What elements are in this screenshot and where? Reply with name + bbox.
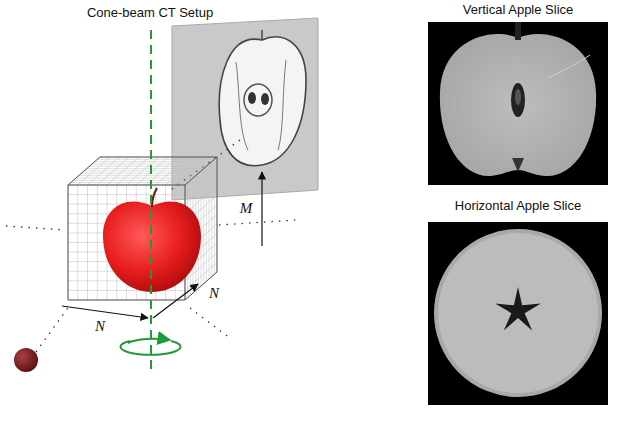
grid-line bbox=[97, 159, 214, 160]
grid-line bbox=[166, 157, 198, 185]
grid-line bbox=[175, 157, 207, 185]
panel-title: Cone-beam CT Setup bbox=[87, 5, 213, 20]
grid-line bbox=[68, 185, 185, 186]
cube-edge bbox=[68, 157, 100, 185]
projection-seed bbox=[261, 93, 269, 105]
apple-stem bbox=[152, 188, 157, 207]
apple-projection bbox=[219, 37, 306, 166]
grid-line bbox=[68, 185, 185, 186]
cube-edge bbox=[68, 185, 69, 300]
dimension-label: N bbox=[209, 285, 219, 302]
grid-line bbox=[100, 157, 217, 158]
cube-edge bbox=[100, 157, 217, 158]
projection-core bbox=[244, 84, 272, 116]
grid-line bbox=[156, 157, 188, 185]
vertical-slice-image bbox=[428, 22, 608, 185]
grid-line bbox=[214, 159, 215, 274]
grid-line bbox=[87, 168, 204, 169]
cube-edge bbox=[68, 300, 185, 301]
grid-line bbox=[185, 157, 217, 185]
grid-line bbox=[89, 166, 206, 167]
rotation-axis bbox=[150, 30, 152, 372]
x-ray-source bbox=[14, 348, 38, 372]
core-star bbox=[495, 287, 541, 330]
grid-line bbox=[95, 161, 212, 162]
dimension-arrow bbox=[153, 284, 198, 318]
dimension-label: N bbox=[95, 318, 105, 335]
grid-line bbox=[68, 185, 69, 300]
grid-line bbox=[203, 169, 204, 284]
image-panel: Vertical Apple Slice bbox=[428, 2, 608, 18]
projection-stem bbox=[261, 30, 263, 40]
detector-plane bbox=[172, 18, 318, 200]
panel-heading: Vertical Apple Slice bbox=[428, 2, 608, 18]
grid-line bbox=[217, 157, 218, 272]
cube-edge bbox=[185, 157, 217, 185]
dimension-arrow bbox=[62, 306, 148, 318]
grid-line bbox=[68, 300, 185, 301]
image-panel: Horizontal Apple Slice bbox=[428, 198, 608, 214]
projection-seed bbox=[248, 92, 256, 104]
dimension-arrow bbox=[261, 172, 262, 246]
voxel-grid bbox=[68, 157, 217, 300]
grid-line bbox=[84, 171, 201, 172]
grid-line bbox=[92, 164, 209, 165]
detector-panel bbox=[172, 18, 318, 200]
rotation-arrow bbox=[128, 339, 170, 343]
projection-lines bbox=[236, 60, 286, 150]
grid-line bbox=[211, 162, 212, 277]
cube-edge bbox=[217, 157, 218, 272]
grid-line bbox=[209, 164, 210, 279]
grid-line bbox=[136, 157, 168, 185]
horizontal-slice-image bbox=[428, 222, 608, 405]
panel-heading: Horizontal Apple Slice bbox=[428, 198, 608, 214]
grid-line bbox=[206, 166, 207, 281]
dimension-label: M bbox=[240, 200, 253, 217]
grid-line bbox=[68, 290, 185, 291]
cube-edge bbox=[68, 185, 185, 186]
